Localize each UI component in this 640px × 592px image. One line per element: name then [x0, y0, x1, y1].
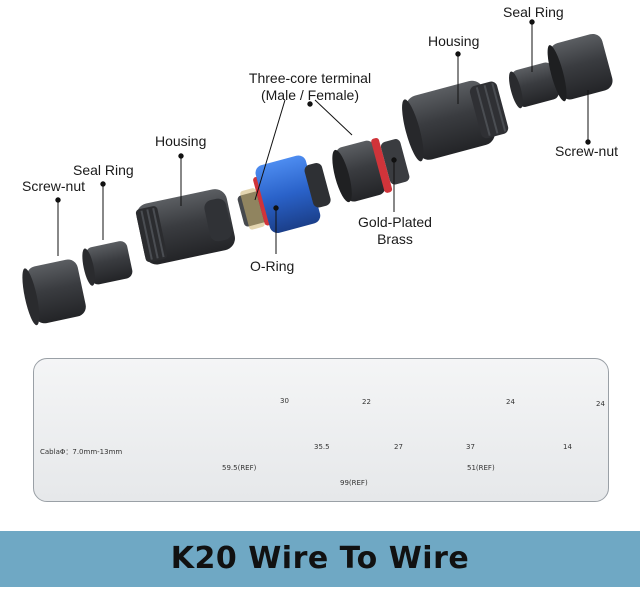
dim-height-24b: 24 [596, 400, 605, 408]
label-housing-left: Housing [155, 133, 207, 149]
seal-ring-left-part [82, 241, 133, 286]
seal-ring-right-part [509, 62, 559, 109]
label-gold-plated: Gold-Plated [358, 214, 432, 230]
label-terminal-line1: Three-core terminal [248, 70, 372, 86]
cable-range-label: CablaΦ：7.0mm-13mm [40, 448, 123, 456]
label-o-ring: O-Ring [250, 258, 295, 274]
label-screw-nut-right: Screw-nut [555, 143, 619, 159]
dim-ref-99: 99(REF) [340, 479, 368, 487]
dimension-panel [33, 358, 609, 502]
callout-leaders [55, 19, 591, 256]
label-seal-ring-left: Seal Ring [73, 162, 134, 178]
dim-width-27: 27 [394, 443, 403, 451]
screw-nut-left-part [22, 259, 86, 326]
label-housing-right: Housing [428, 33, 480, 49]
housing-right-part [402, 80, 509, 162]
label-seal-ring-right: Seal Ring [503, 4, 564, 20]
dim-ref-51: 51(REF) [467, 464, 495, 472]
dim-width-37: 37 [466, 443, 475, 451]
dim-width-14: 14 [563, 443, 572, 451]
dim-height-24a: 24 [506, 398, 515, 406]
screw-nut-right-part [547, 33, 613, 102]
label-brass: Brass [377, 231, 413, 247]
terminal-male-part [237, 155, 331, 233]
dim-height-30: 30 [280, 397, 289, 405]
terminal-female-part [332, 138, 410, 203]
dim-ref-59-5: 59.5(REF) [222, 464, 257, 472]
dim-width-35-5: 35.5 [314, 443, 330, 451]
product-title: K20 Wire To Wire [170, 541, 470, 576]
label-terminal-line2: (Male / Female) [260, 87, 360, 103]
label-screw-nut-left: Screw-nut [22, 178, 86, 194]
title-banner [0, 531, 640, 587]
dim-height-22: 22 [362, 398, 371, 406]
housing-left-part [135, 189, 235, 265]
